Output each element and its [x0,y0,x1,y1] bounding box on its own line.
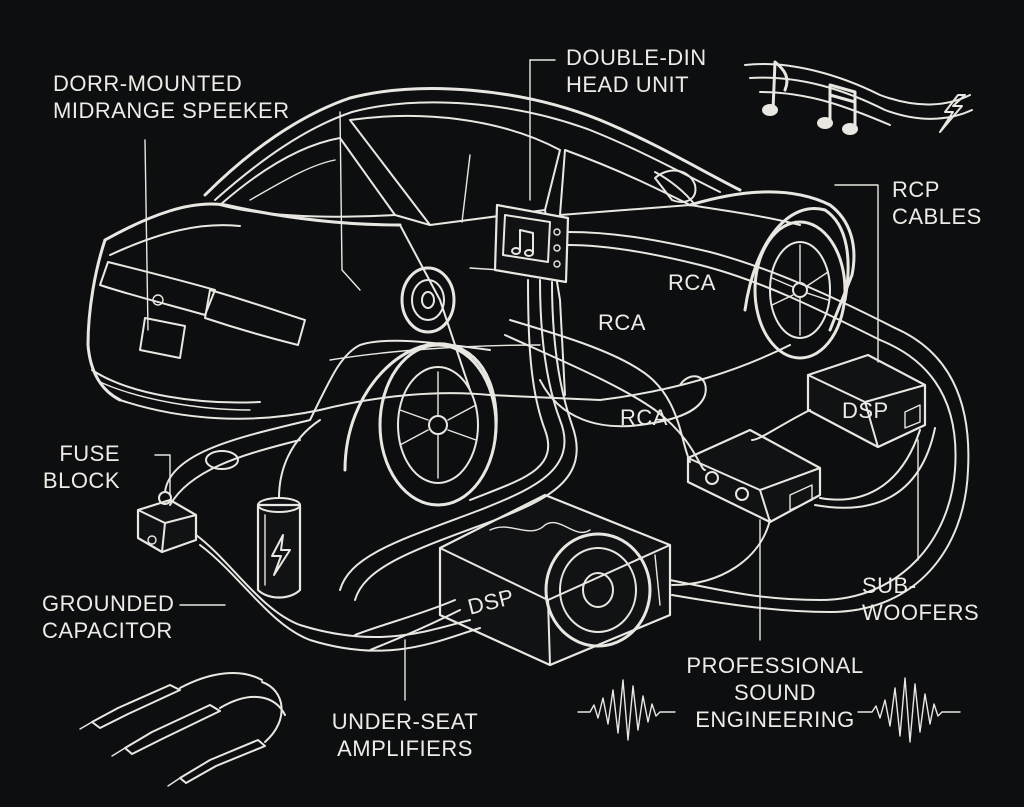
label-door-speaker: DORR-MOUNTED MIDRANGE SPEEKER [53,70,290,124]
rca-tag-lower: RCA [620,405,668,430]
label-under-seat-amplifiers: UNDER-SEAT AMPLIFIERS [325,708,485,762]
rear-wheel [345,344,496,505]
label-rcp-cables: RCP CABLES [892,176,982,230]
rca-tag-middle: RCA [598,310,646,335]
sound-wave-right-icon [858,678,960,742]
capacitor [258,498,300,598]
test-probes-icon [80,673,285,786]
fuse-block [138,492,196,552]
label-grounded-capacitor: GROUNDED CAPACITOR [42,590,174,644]
dsp-right-tag: DSP [842,398,889,423]
label-professional-sound: PROFESSIONAL SOUND ENGINEERING [680,652,870,733]
label-fuse-block: FUSE BLOCK [40,440,120,494]
subwoofer-enclosure [440,495,670,665]
amplifier-box [688,430,820,522]
music-notes-icon [745,62,972,135]
head-unit [495,205,568,282]
label-head-unit: DOUBLE-DIN HEAD UNIT [566,44,707,98]
label-subwoofers: SUB- WOOFERS [862,572,979,626]
front-wheel [745,208,848,358]
sound-wave-left-icon [578,680,675,740]
rca-tag-upper: RCA [668,270,716,295]
car-outline [88,89,854,469]
